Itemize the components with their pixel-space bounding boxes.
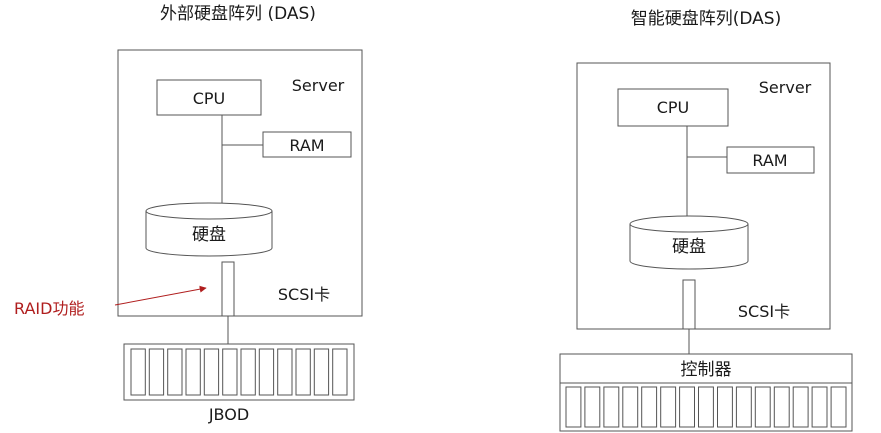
right-scsi-label: SCSI卡: [738, 302, 790, 321]
right-cpu-label: CPU: [657, 98, 690, 117]
right-cpu-box: [617, 88, 729, 127]
raid-arrow: [114, 285, 207, 306]
jbod-slot-7: [240, 348, 256, 396]
jbod-slot-11: [313, 348, 330, 396]
left-server-label: Server: [292, 76, 345, 95]
jbod-slot-6: [222, 348, 238, 396]
jbod-label: JBOD: [208, 405, 249, 424]
smart-array-slot-3: [603, 386, 620, 428]
jbod-slot-2: [148, 348, 165, 396]
smart-array-slot-9: [717, 386, 733, 428]
controller-box: [559, 353, 853, 384]
smart-array-slot-2: [584, 386, 601, 428]
right-diagram: 智能硬盘阵列(DAS) Server CPU RAM 硬盘 SCSI卡 控制器: [559, 9, 853, 432]
jbod-slot-5: [203, 348, 220, 396]
left-ram-box: [262, 131, 352, 158]
smart-array-slot-6: [660, 386, 677, 428]
jbod-slot-1: [130, 348, 146, 396]
jbod-slot-12: [332, 348, 348, 396]
jbod-slot-8: [258, 348, 275, 396]
smart-array-slot-12: [773, 386, 790, 428]
right-ram-label: RAM: [752, 151, 787, 170]
right-ram-box: [726, 146, 815, 174]
smart-array-slot-8: [698, 386, 714, 428]
smart-array-slot-14: [811, 386, 828, 428]
right-scsi-card: [682, 279, 696, 330]
left-ram-label: RAM: [289, 136, 324, 155]
jbod-disk-slots: [130, 348, 348, 396]
left-diagram: 外部硬盘阵列 (DAS) Server CPU RAM 硬盘 SCSI卡 RAI…: [14, 4, 363, 424]
smart-array-slot-15: [830, 386, 847, 428]
left-disk-cylinder: [145, 202, 273, 257]
left-scsi-label: SCSI卡: [278, 285, 330, 304]
right-disk-label: 硬盘: [672, 237, 706, 257]
left-disk-label: 硬盘: [192, 225, 226, 245]
left-cpu-label: CPU: [193, 89, 226, 108]
left-cpu-box: [156, 79, 262, 116]
jbod-slot-4: [185, 348, 201, 396]
smart-array-slot-10: [735, 386, 752, 428]
controller-label: 控制器: [681, 360, 732, 380]
right-title: 智能硬盘阵列(DAS): [631, 9, 781, 29]
raid-annotation-label: RAID功能: [14, 299, 84, 318]
smart-array-slot-13: [792, 386, 809, 428]
jbod-slot-9: [277, 348, 293, 396]
smart-array-slot-4: [622, 386, 639, 428]
smart-array-slot-1: [565, 386, 582, 428]
left-title: 外部硬盘阵列 (DAS): [160, 4, 316, 24]
right-server-label: Server: [759, 78, 812, 97]
jbod-slot-10: [295, 348, 311, 396]
smart-array-slot-7: [679, 386, 695, 428]
smart-array-slot-11: [754, 386, 771, 428]
right-disk-cylinder: [629, 215, 749, 270]
smart-array-disk-slots: [565, 386, 847, 428]
left-scsi-card: [221, 261, 235, 317]
jbod-slot-3: [167, 348, 183, 396]
smart-array-slot-5: [641, 386, 658, 428]
